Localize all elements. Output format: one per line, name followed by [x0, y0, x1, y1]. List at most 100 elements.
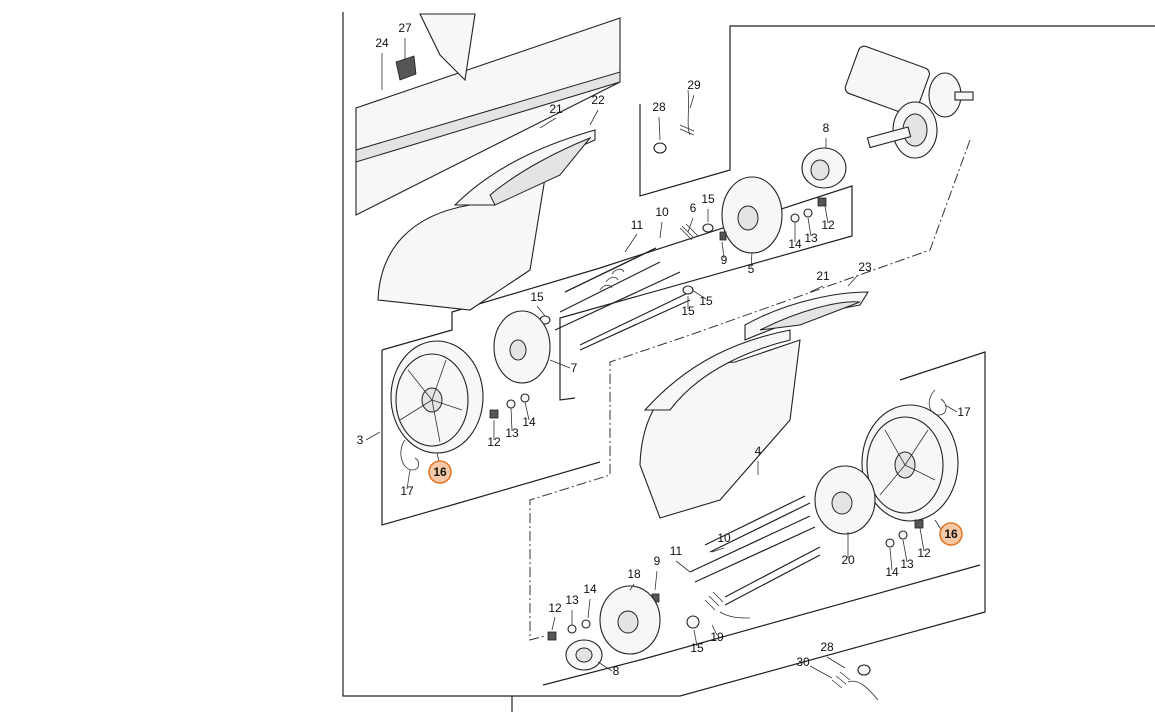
callout-number: 15 [699, 294, 713, 308]
leader-line [539, 117, 557, 129]
callout-number: 4 [755, 444, 762, 458]
callout-number: 15 [681, 304, 695, 318]
callout-number: 24 [375, 36, 389, 50]
gearbox-part [844, 45, 974, 159]
end-plate-part-20 [814, 465, 876, 535]
leader-line [406, 469, 411, 490]
leader-line [824, 205, 829, 224]
callout-highlight-circle [428, 460, 452, 484]
callout-number: 15 [701, 192, 715, 206]
callout-number: 14 [885, 565, 899, 579]
bearing-part-top [801, 147, 847, 189]
upper-housing-part [377, 129, 596, 311]
callout-number: 28 [820, 640, 834, 654]
callout-number: 19 [710, 630, 724, 644]
callout-number: 16 [944, 527, 958, 541]
callout-number: 27 [398, 21, 412, 35]
callout-number: 3 [357, 433, 364, 447]
leader-line [589, 109, 599, 126]
leader-line [510, 407, 513, 432]
callout-number: 13 [900, 557, 914, 571]
callout-number: 18 [627, 567, 641, 581]
callout-number: 11 [670, 544, 683, 558]
leader-line [549, 359, 571, 369]
callout-number: 30 [796, 655, 810, 669]
callout-number: 16 [433, 465, 447, 479]
callout-highlight-circle [939, 522, 963, 546]
leader-line [807, 217, 812, 237]
leader-line [889, 547, 893, 571]
leader-line [675, 560, 691, 573]
callout-number: 6 [690, 201, 697, 215]
leader-line [536, 305, 546, 317]
end-plate-part-5 [721, 176, 783, 254]
callout-number: 7 [571, 361, 578, 375]
callout-number: 21 [816, 269, 830, 283]
spring-washer-top [653, 89, 695, 154]
diagram-frame [342, 12, 1155, 712]
callout-number: 23 [858, 260, 872, 274]
rods-lower [651, 495, 821, 629]
leader-line [597, 661, 613, 672]
callout-number: 12 [821, 218, 835, 232]
callout-number: 9 [654, 554, 661, 568]
callout-number: 15 [690, 641, 704, 655]
callout-number: 14 [583, 582, 597, 596]
top-plate-part [355, 13, 621, 216]
callout-number: 9 [721, 253, 728, 267]
callout-number: 17 [400, 484, 414, 498]
leader-line [847, 274, 859, 287]
end-plate-part-7 [493, 310, 551, 384]
wheel-right-part [861, 389, 959, 548]
leader-line [658, 116, 661, 141]
callout-number: 14 [522, 415, 536, 429]
leader-line [902, 539, 908, 563]
leader-line [919, 527, 925, 552]
leader-line [711, 547, 725, 553]
leader-line [659, 221, 663, 239]
callout-number: 13 [804, 231, 818, 245]
leader-line [629, 583, 635, 591]
leader-line [689, 94, 695, 109]
callout-number: 21 [549, 102, 563, 116]
rods-upper [539, 247, 694, 351]
hardware-upper [679, 197, 827, 241]
callout-number: 10 [717, 531, 731, 545]
callout-number: 10 [655, 205, 669, 219]
end-plate-part-18 [547, 585, 661, 671]
leader-line [551, 616, 556, 631]
callout-number: 8 [823, 121, 830, 135]
callout-number: 17 [957, 405, 971, 419]
callout-number: 11 [631, 218, 644, 232]
leader-line [809, 285, 824, 293]
leader-line [711, 624, 718, 636]
callout-number: 22 [591, 93, 605, 107]
spring-washer-bottom [831, 664, 879, 701]
leader-line [654, 570, 658, 591]
leader-line [524, 401, 530, 421]
leader-line [693, 629, 698, 647]
leader-lines [365, 38, 958, 679]
callout-number: 13 [565, 593, 579, 607]
middle-housing-part [639, 291, 869, 519]
leader-line [944, 404, 958, 413]
leader-line [687, 217, 694, 233]
leader-line [809, 665, 833, 679]
leader-line [826, 656, 846, 669]
callout-number: 5 [748, 262, 755, 276]
leader-line [365, 431, 381, 441]
callout-number: 12 [917, 546, 931, 560]
callout-number: 13 [505, 426, 519, 440]
callout-number: 20 [841, 553, 855, 567]
leader-line [721, 241, 725, 259]
callout-number: 14 [788, 237, 802, 251]
leader-line [624, 233, 638, 253]
callout-number: 12 [548, 601, 562, 615]
callout-number: 29 [687, 78, 701, 92]
leader-line [691, 289, 707, 300]
callout-number: 15 [530, 290, 544, 304]
wheel-left-part [390, 340, 530, 471]
